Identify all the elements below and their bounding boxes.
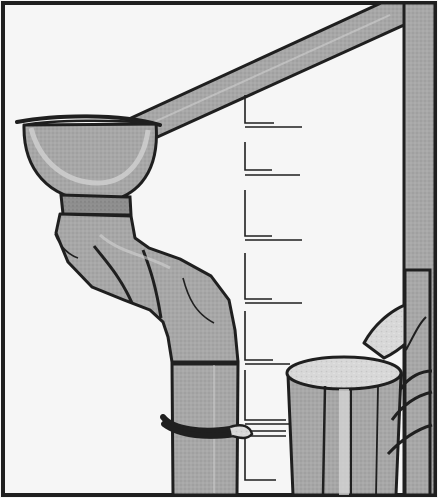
gutter-outlet xyxy=(61,195,131,215)
collection-bucket xyxy=(287,357,401,495)
